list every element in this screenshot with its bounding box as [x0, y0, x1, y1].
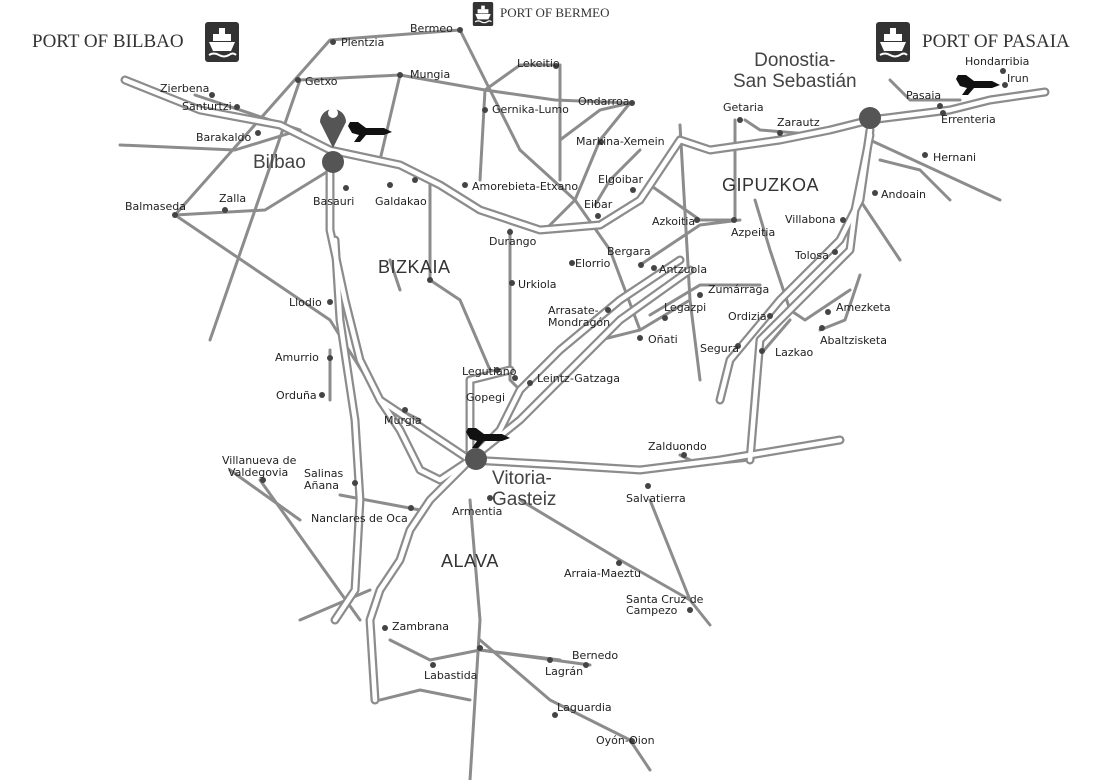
town-label: Llodio — [289, 296, 322, 309]
town-label: Oñati — [648, 333, 678, 346]
town-label: Pasaia — [906, 89, 942, 102]
town-label: Zalduondo — [648, 440, 707, 453]
town-label: Mondragón — [548, 316, 611, 329]
town-label: Salinas — [304, 467, 344, 480]
town-label: Gopegi — [466, 391, 506, 404]
town-label: Azkoitia — [652, 215, 696, 228]
town-label: Amurrio — [275, 351, 319, 364]
town-label: Murgia — [384, 414, 422, 427]
airplane-icon — [956, 75, 1000, 95]
town-label: Villabona — [785, 213, 836, 226]
town-label: Elorrio — [575, 257, 611, 270]
town-label: Zalla — [219, 192, 247, 205]
region-alava-label: ALAVA — [441, 551, 499, 571]
town-label: Santurtzi — [182, 100, 232, 113]
town-label: Añana — [304, 479, 339, 492]
town-label: Balmaseda — [125, 200, 187, 213]
town-label: Legazpi — [664, 301, 707, 314]
town-label: Durango — [489, 235, 537, 248]
town-label: Valdegovia — [228, 466, 289, 479]
town-label: Abaltzisketa — [820, 334, 887, 347]
town-label: Hernani — [933, 151, 977, 164]
town-label: Barakaldo — [196, 131, 252, 144]
town-label: Andoain — [881, 188, 926, 201]
town-label: Legutiano — [462, 365, 517, 378]
town-label: Getxo — [305, 75, 338, 88]
town-label: Santa Cruz de — [626, 593, 704, 606]
town-label: Mungia — [410, 68, 451, 81]
city-vitoria-line2: Gasteiz — [492, 489, 557, 510]
city-donostia-line2: San Sebastián — [733, 71, 857, 92]
port-bermeo-label: PORT OF BERMEO — [500, 5, 610, 20]
vitoria-city-marker — [465, 448, 487, 470]
town-label: Basauri — [313, 195, 355, 208]
city-vitoria-line1: Vitoria- — [492, 468, 552, 489]
town-label: Leintz-Gatzaga — [537, 372, 621, 385]
town-label: Getaria — [723, 101, 764, 114]
town-label: Villanueva de — [222, 454, 297, 467]
region-bizkaia-label: BIZKAIA — [378, 257, 451, 277]
town-label: Segura — [700, 342, 739, 355]
town-label: Laguardia — [557, 701, 612, 714]
town-label: Zarautz — [777, 116, 820, 129]
town-label: Salvatierra — [626, 492, 686, 505]
town-label: Amezketa — [836, 301, 891, 314]
town-label: Zambrana — [392, 620, 449, 633]
town-label: Lagrán — [545, 665, 584, 678]
donostia-city-marker — [859, 107, 881, 129]
town-label: Bermeo — [410, 22, 453, 35]
town-label: Tolosa — [795, 249, 829, 262]
town-label: Galdakao — [375, 195, 427, 208]
town-label: Labastida — [424, 669, 478, 682]
capital-cities — [322, 107, 881, 470]
town-label: Arraia-Maeztu — [564, 567, 641, 580]
town-label: Bernedo — [572, 649, 619, 662]
town-label: Urkiola — [518, 278, 557, 291]
city-donostia-line1: Donostia- — [754, 50, 836, 71]
city-vitoria-label: Vitoria- Gasteiz — [492, 468, 556, 510]
town-label: Zierbena — [160, 82, 210, 95]
town-label: Plentzia — [341, 36, 385, 49]
location-pin-icon — [320, 108, 346, 148]
ship-icon — [205, 22, 239, 62]
port-bilbao-label: PORT OF BILBAO — [32, 31, 184, 52]
town-label: Eibar — [584, 198, 613, 211]
town-dots — [172, 27, 1008, 744]
town-label: Antzuola — [659, 263, 708, 276]
town-label: Ordizia — [728, 310, 767, 323]
region-gipuzkoa-label: GIPUZKOA — [722, 175, 820, 195]
ship-icon — [876, 22, 910, 62]
town-label: Gernika-Lumo — [492, 103, 569, 116]
port-pasaia-label: PORT OF PASAIA — [922, 31, 1070, 52]
town-label: Armentia — [452, 505, 503, 518]
city-bilbao-label: Bilbao — [253, 152, 306, 173]
town-label: Arrasate- — [548, 304, 599, 317]
ship-icon — [472, 2, 494, 26]
town-label: Azpeitia — [731, 226, 776, 239]
airplane-icon — [466, 428, 510, 448]
town-label: Zumárraga — [708, 283, 770, 296]
town-label: Errenteria — [941, 113, 996, 126]
town-label: Markina-Xemein — [576, 135, 665, 148]
town-label: Irun — [1007, 72, 1029, 85]
town-label: Lazkao — [775, 346, 814, 359]
town-label: Bergara — [607, 245, 651, 258]
town-label: Lekeitio — [517, 57, 560, 70]
city-donostia-label: Donostia- San Sebastián — [733, 50, 857, 92]
town-label: Amorebieta-Etxano — [472, 180, 579, 193]
bilbao-city-marker — [322, 151, 344, 173]
town-label: Hondarribia — [965, 55, 1030, 68]
airplane-icon — [348, 122, 392, 142]
town-label: Oyón-Oion — [596, 734, 655, 747]
town-label: Elgoibar — [598, 173, 644, 186]
town-label: Nanclares de Oca — [311, 512, 408, 525]
town-label: Campezo — [626, 604, 678, 617]
town-label: Ondarroa — [578, 95, 630, 108]
town-label: Orduña — [276, 389, 317, 402]
